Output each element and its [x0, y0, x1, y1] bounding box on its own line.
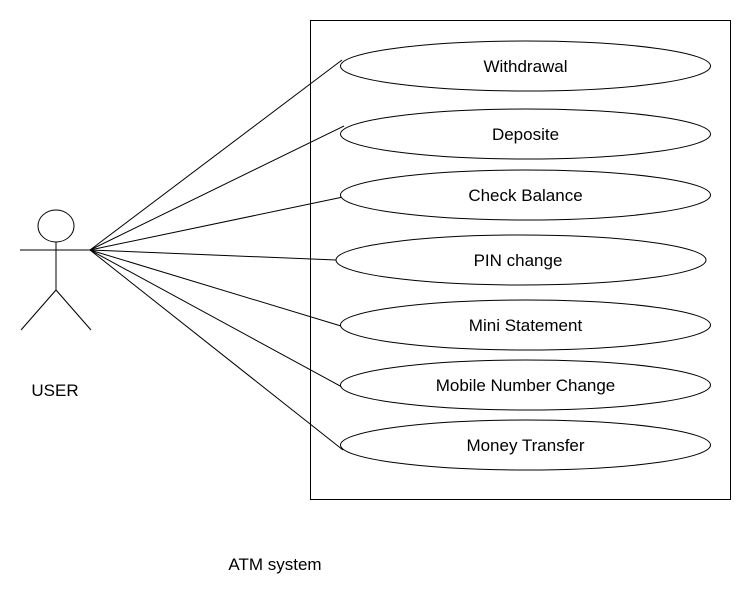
- system-caption: ATM system: [228, 555, 321, 574]
- use-case-ellipse: [340, 299, 711, 351]
- use-case-mobile-number-change: Mobile Number Change: [340, 359, 711, 411]
- use-case-label: Mobile Number Change: [436, 376, 616, 395]
- associations: [89, 59, 345, 451]
- actor-label: USER: [31, 381, 78, 400]
- use-case-label: Mini Statement: [469, 316, 583, 335]
- use-case-ellipse: [340, 359, 711, 411]
- use-case-withdrawal: Withdrawal: [340, 40, 711, 92]
- use-case-label: Check Balance: [468, 186, 582, 205]
- use-case-ellipse: [340, 419, 711, 471]
- use-case-pin-change: PIN change: [335, 234, 707, 286]
- use-case-ellipse: [335, 234, 707, 286]
- association-deposite: [89, 125, 345, 251]
- use-case-money-transfer: Money Transfer: [340, 419, 711, 471]
- use-case-ellipse: [340, 40, 711, 92]
- association-check-balance: [89, 196, 344, 251]
- use-case-ellipse: [340, 108, 711, 160]
- use-case-label: Deposite: [492, 125, 559, 144]
- actor-user-icon: [20, 209, 92, 331]
- actor-right-leg: [55, 289, 92, 331]
- use-case-mini-statement: Mini Statement: [340, 299, 711, 351]
- use-case-label: Withdrawal: [483, 57, 567, 76]
- use-case-ellipse: [340, 169, 711, 221]
- use-case-label: Money Transfer: [466, 436, 584, 455]
- association-pin-change: [89, 249, 337, 261]
- association-mini-statement: [89, 249, 342, 327]
- use-case-deposite: Deposite: [340, 108, 711, 160]
- association-withdrawal: [89, 59, 343, 251]
- association-mobile-number-change: [89, 249, 343, 388]
- association-money-transfer: [89, 249, 344, 451]
- actor-head: [37, 209, 75, 243]
- use-case-label: PIN change: [474, 251, 563, 270]
- use-case-check-balance: Check Balance: [340, 169, 711, 221]
- actor-left-leg: [20, 289, 57, 331]
- system-boundary: [310, 20, 731, 500]
